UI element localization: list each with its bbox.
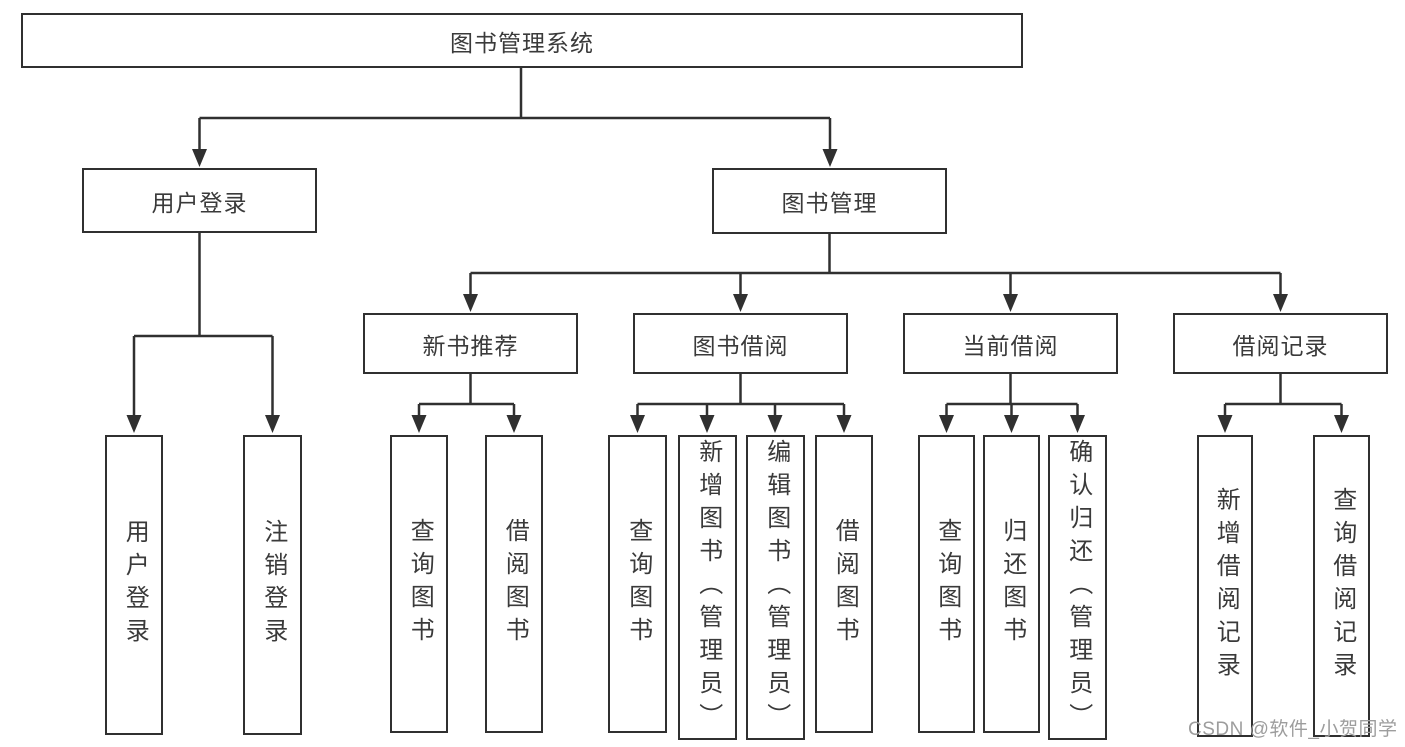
leaf-user-login-label: 用户登录 [121, 519, 149, 651]
leaf-add-book-admin: 新增图书（管理员） [678, 435, 737, 740]
node-book-borrowing: 图书借阅 [633, 313, 848, 374]
node-user-login: 用户登录 [82, 168, 317, 233]
leaf-query-books-3-label: 查询图书 [933, 518, 961, 650]
leaf-confirm-return-admin-label: 确认归还（管理员） [1064, 439, 1092, 736]
leaf-return-book: 归还图书 [983, 435, 1040, 733]
node-library-system-label: 图书管理系统 [450, 29, 594, 56]
node-current-borrowing: 当前借阅 [903, 313, 1118, 374]
leaf-logout-label: 注销登录 [259, 519, 287, 651]
leaf-logout: 注销登录 [243, 435, 302, 735]
leaf-add-borrow-record-label: 新增借阅记录 [1212, 487, 1240, 685]
leaf-add-book-admin-label: 新增图书（管理员） [694, 439, 722, 736]
leaf-query-books-2-label: 查询图书 [624, 518, 652, 650]
node-borrowing-records-label: 借阅记录 [1232, 332, 1329, 359]
node-current-borrowing-label: 当前借阅 [962, 332, 1059, 359]
node-borrowing-records: 借阅记录 [1173, 313, 1388, 374]
csdn-watermark: CSDN @软件_小贺同学 [1188, 719, 1398, 740]
node-book-management-label: 图书管理 [781, 190, 878, 216]
node-book-management: 图书管理 [712, 168, 947, 234]
leaf-query-books-3: 查询图书 [918, 435, 975, 733]
leaf-query-books-2: 查询图书 [608, 435, 667, 733]
leaf-query-books-1: 查询图书 [390, 435, 448, 733]
leaf-borrow-books-1-label: 借阅图书 [501, 518, 529, 650]
node-new-book-recommend-label: 新书推荐 [422, 332, 519, 359]
node-book-borrowing-label: 图书借阅 [692, 332, 789, 359]
leaf-borrow-books-2-label: 借阅图书 [831, 518, 859, 650]
node-user-login-label: 用户登录 [151, 189, 248, 216]
leaf-query-borrow-record: 查询借阅记录 [1313, 435, 1370, 737]
leaf-borrow-books-1: 借阅图书 [485, 435, 543, 733]
leaf-confirm-return-admin: 确认归还（管理员） [1048, 435, 1107, 740]
leaf-user-login: 用户登录 [105, 435, 163, 735]
leaf-edit-book-admin-label: 编辑图书（管理员） [762, 439, 790, 736]
leaf-query-books-1-label: 查询图书 [406, 518, 434, 650]
leaf-query-borrow-record-label: 查询借阅记录 [1328, 487, 1356, 685]
leaf-return-book-label: 归还图书 [998, 518, 1026, 650]
node-library-system: 图书管理系统 [21, 13, 1023, 68]
leaf-add-borrow-record: 新增借阅记录 [1197, 435, 1253, 737]
leaf-borrow-books-2: 借阅图书 [815, 435, 873, 733]
node-new-book-recommend: 新书推荐 [363, 313, 578, 374]
leaf-edit-book-admin: 编辑图书（管理员） [746, 435, 805, 740]
